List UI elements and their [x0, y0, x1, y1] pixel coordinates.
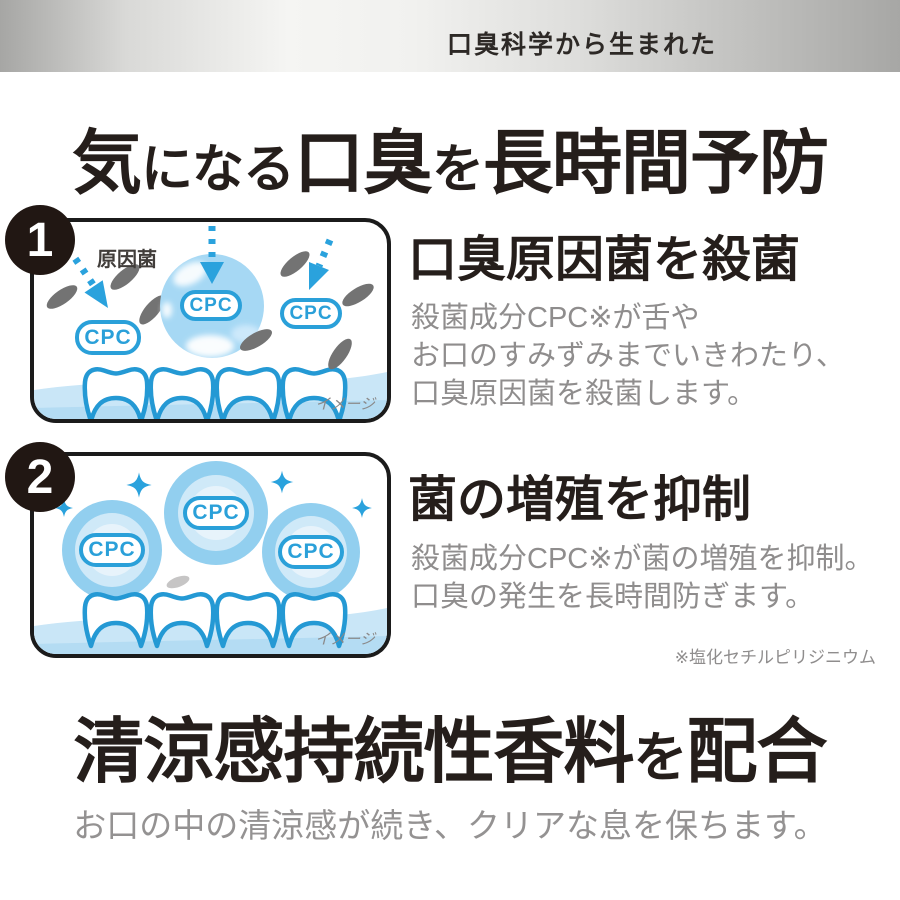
- cpc-badge: CPC: [183, 496, 249, 530]
- cpc-badge: CPC: [79, 533, 145, 567]
- faded-bacteria-icon: [166, 575, 190, 589]
- heading-part: 口臭: [294, 124, 433, 203]
- body-line: 口臭原因菌を殺菌します。: [411, 378, 757, 410]
- section-1-title: 口臭原因菌を殺菌: [408, 233, 801, 287]
- cpc-badge: CPC: [278, 535, 344, 569]
- top-banner: 口臭科学から生まれた: [0, 0, 900, 72]
- footnote: ※塩化セチルピリジニウム: [674, 648, 876, 667]
- image-disclaimer: イメージ: [315, 396, 375, 413]
- bacteria-icons: [46, 251, 374, 370]
- bottom-heading: 清涼感持続性香料を配合: [0, 712, 900, 794]
- heading-part: を: [432, 141, 484, 200]
- section-2-body: 殺菌成分CPC※が菌の増殖を抑制。 口臭の発生を長時間防ぎます。: [411, 540, 874, 616]
- step-2-badge: 2: [5, 442, 75, 512]
- image-disclaimer: イメージ: [315, 631, 375, 648]
- illustration-2: CPC CPC CPC イメージ: [30, 452, 391, 658]
- bottom-subtitle: お口の中の清涼感が続き、クリアな息を保ちます。: [73, 807, 827, 844]
- cpc-badge: CPC: [75, 320, 141, 355]
- section-1-body: 殺菌成分CPC※が舌や お口のすみずみまでいきわたり、 口臭原因菌を殺菌します。: [411, 299, 845, 413]
- cpc-circle-icons: [62, 461, 360, 601]
- heading-part: 配合: [686, 713, 828, 792]
- dashed-arrow-icons: [65, 226, 334, 308]
- heading-part: になる: [140, 141, 295, 200]
- illustration-1-art: [34, 226, 387, 419]
- main-heading: 気になる口臭を長時間予防: [0, 123, 900, 204]
- cpc-badge: CPC: [280, 298, 342, 329]
- body-line: 殺菌成分CPC※が舌や: [411, 302, 700, 334]
- step-1-badge: 1: [5, 205, 75, 275]
- section-2-title: 菌の増殖を抑制: [408, 473, 752, 527]
- heading-part: を: [633, 728, 688, 788]
- bacteria-label: 原因菌: [97, 249, 157, 271]
- cpc-badge: CPC: [180, 290, 242, 321]
- body-line: 口臭の発生を長時間防ぎます。: [411, 581, 815, 613]
- banner-tagline: 口臭科学から生まれた: [447, 31, 718, 59]
- heading-part: 清涼感持続性香料: [73, 713, 634, 792]
- heading-part: 気: [71, 124, 142, 203]
- bacteria-icon: [240, 329, 272, 351]
- body-line: 殺菌成分CPC※が菌の増殖を抑制。: [411, 543, 874, 575]
- body-line: お口のすみずみまでいきわたり、: [411, 340, 845, 372]
- heading-part: 長時間予防: [483, 124, 829, 203]
- illustration-1: 原因菌 CPC CPC CPC イメージ: [30, 218, 391, 423]
